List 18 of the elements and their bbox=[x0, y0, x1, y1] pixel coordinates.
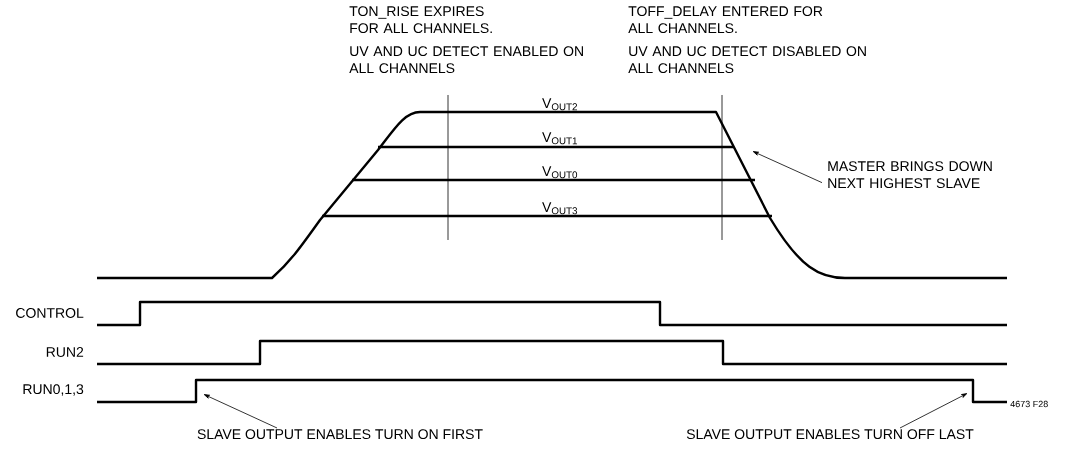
signal-label: RUN2 bbox=[46, 347, 84, 357]
annotation-text: UV AND UC DETECT ENABLED ON ALL CHANNELS bbox=[349, 46, 583, 74]
annotation-text: SLAVE OUTPUT ENABLES TURN ON FIRST bbox=[197, 429, 483, 440]
signal-label: V$_{OUT0}$ bbox=[542, 166, 578, 179]
signal-label: CONTROL bbox=[16, 308, 84, 318]
signal-label: V$_{OUT1}$ bbox=[542, 132, 577, 145]
leader-arrow bbox=[899, 393, 968, 429]
leader-arrow bbox=[752, 151, 823, 184]
annotation-text: TON_RISE EXPIRES FOR ALL CHANNELS. bbox=[349, 6, 492, 34]
annotation-text: TOFF_DELAY ENTERED FOR ALL CHANNELS. bbox=[628, 6, 823, 34]
annotation-text: SLAVE OUTPUT ENABLES TURN OFF LAST bbox=[686, 429, 974, 440]
signal-label: V$_{OUT2}$ bbox=[542, 98, 577, 111]
signal-label: RUN0,1,3 bbox=[23, 384, 84, 396]
signal-label: V$_{OUT3}$ bbox=[542, 202, 578, 215]
annotation-text: UV AND UC DETECT DISABLED ON ALL CHANNELS bbox=[628, 46, 866, 74]
annotation-text: MASTER BRINGS DOWN NEXT HIGHEST SLAVE bbox=[828, 161, 992, 189]
figure-number: 4673 F28 bbox=[1010, 400, 1048, 408]
leader-arrow bbox=[203, 394, 278, 429]
